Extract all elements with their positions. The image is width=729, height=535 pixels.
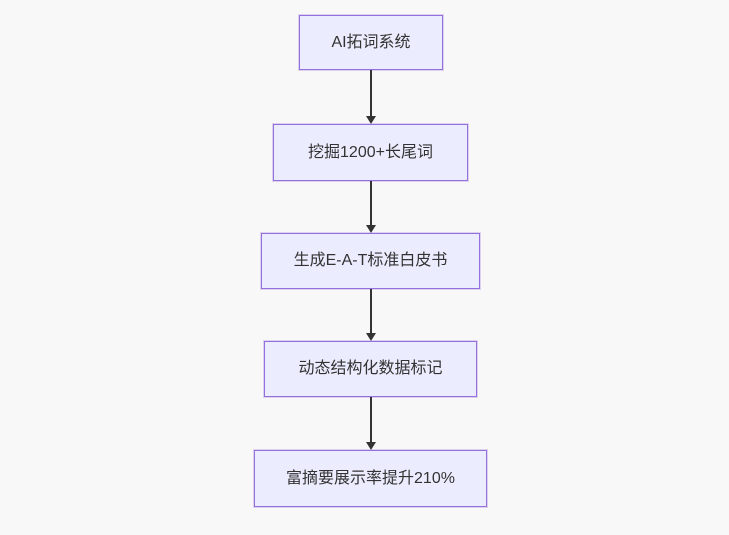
flow-node-label: 挖掘1200+长尾词 bbox=[308, 143, 433, 161]
flow-edge-1 bbox=[364, 70, 377, 124]
flow-node-label: 动态结构化数据标记 bbox=[298, 360, 443, 378]
flow-node-label: 生成E-A-T标准白皮书 bbox=[293, 252, 448, 270]
arrow-down-icon bbox=[365, 116, 376, 124]
edge-line bbox=[369, 289, 372, 335]
flow-node-longtail-mining: 挖掘1200+长尾词 bbox=[273, 124, 468, 181]
flow-edge-4 bbox=[364, 397, 377, 450]
flow-node-ai-word-system: AI拓词系统 bbox=[299, 15, 443, 70]
flow-edge-2 bbox=[364, 181, 377, 233]
flow-node-label: AI拓词系统 bbox=[331, 33, 411, 51]
flow-node-structured-data-markup: 动态结构化数据标记 bbox=[264, 341, 477, 397]
flow-node-rich-snippet-result: 富摘要展示率提升210% bbox=[254, 450, 487, 507]
edge-line bbox=[369, 70, 372, 118]
edge-line bbox=[369, 181, 372, 227]
arrow-down-icon bbox=[365, 442, 376, 450]
flow-node-eat-whitepaper: 生成E-A-T标准白皮书 bbox=[261, 233, 480, 289]
edge-line bbox=[369, 397, 372, 444]
flow-edge-3 bbox=[364, 289, 377, 341]
arrow-down-icon bbox=[365, 225, 376, 233]
flow-node-label: 富摘要展示率提升210% bbox=[286, 469, 455, 487]
arrow-down-icon bbox=[365, 333, 376, 341]
